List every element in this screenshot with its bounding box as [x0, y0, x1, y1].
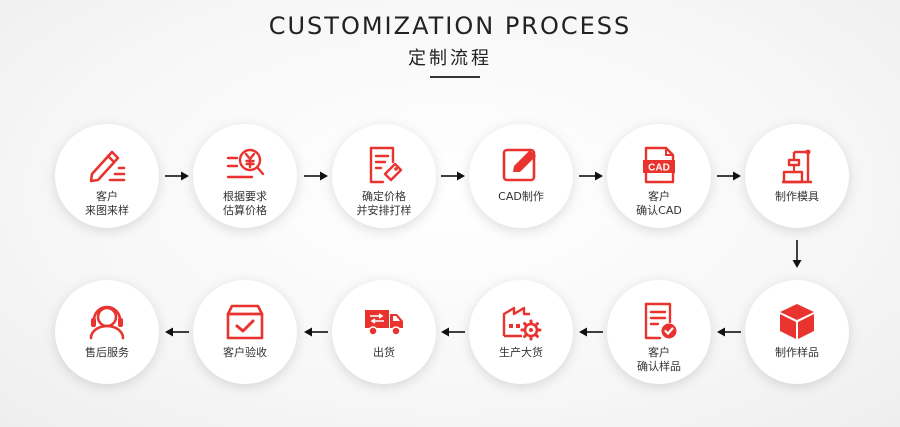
step-label: 客户确认CAD [636, 190, 682, 217]
step-label: 根据要求估算价格 [223, 190, 267, 217]
step-customer-confirm-sample: 客户确认样品 [607, 280, 711, 384]
step-customer-drawing: 客户来图来样 [55, 124, 159, 228]
step-confirm-price: 确定价格并安排打样 [332, 124, 436, 228]
step-label: 确定价格并安排打样 [356, 190, 412, 217]
step-make-sample: 制作样品 [745, 280, 849, 384]
step-label: CAD制作 [498, 190, 544, 203]
cad-drawing-icon [502, 148, 536, 182]
pencil-edit-icon [89, 150, 126, 183]
arrow-left-icon [717, 327, 741, 337]
step-customer-acceptance: 客户验收 [193, 280, 297, 384]
checklist-icon [644, 302, 677, 340]
step-make-mold: 制作模具 [745, 124, 849, 228]
step-estimate-price: 根据要求估算价格 [193, 124, 297, 228]
arrow-right-icon [165, 171, 189, 181]
arrow-right-icon [579, 171, 603, 181]
title-underline [430, 76, 480, 78]
step-label: 客户验收 [223, 346, 267, 359]
step-label: 制作模具 [775, 190, 819, 203]
step-shipping: 出货 [332, 280, 436, 384]
arrow-right-icon [304, 171, 328, 181]
step-after-sales: 售后服务 [55, 280, 159, 384]
arrow-right-icon [441, 171, 465, 181]
delivery-truck-icon [365, 310, 403, 336]
title-cn: 定制流程 [408, 48, 492, 69]
arrow-down-icon [792, 240, 802, 268]
price-estimate-icon [226, 148, 265, 179]
step-customer-confirm-cad: CAD 客户确认CAD [607, 124, 711, 228]
headset-service-icon [89, 305, 125, 340]
step-label: 生产大货 [499, 346, 543, 359]
arrow-left-icon [304, 327, 328, 337]
mold-machine-icon [782, 149, 812, 184]
factory-gear-icon [502, 306, 542, 341]
step-cad-making: CAD制作 [469, 124, 573, 228]
arrow-right-icon [717, 171, 741, 181]
arrow-left-icon [441, 327, 465, 337]
document-tag-icon [369, 146, 403, 184]
step-label: 出货 [373, 346, 395, 359]
arrow-left-icon [579, 327, 603, 337]
step-mass-production: 生产大货 [469, 280, 573, 384]
box-check-icon [226, 304, 264, 340]
step-label: 售后服务 [85, 346, 129, 359]
cad-file-icon: CAD [643, 146, 675, 184]
title-en: CUSTOMIZATION PROCESS [268, 12, 632, 40]
arrow-left-icon [165, 327, 189, 337]
step-label: 客户来图来样 [85, 190, 129, 217]
package-box-icon [780, 304, 814, 339]
step-label: 制作样品 [775, 346, 819, 359]
svg-text:CAD: CAD [648, 163, 670, 174]
step-label: 客户确认样品 [637, 346, 681, 373]
